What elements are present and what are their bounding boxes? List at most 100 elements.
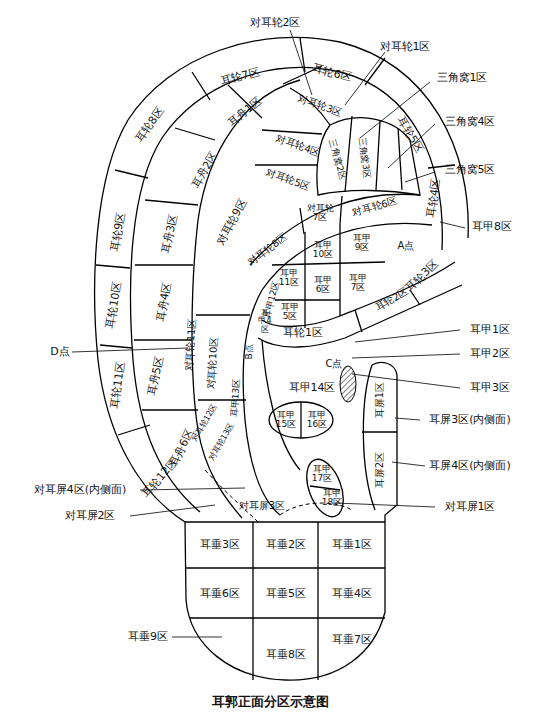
helix-divider	[118, 425, 150, 435]
zone-label: B点	[245, 344, 254, 359]
ear-outlines	[95, 37, 469, 680]
antihelix-divider	[196, 314, 250, 315]
concha-upper-edge	[262, 224, 432, 290]
zone-label: 耳垂7区	[332, 634, 372, 646]
zone-label: 对耳轮1区	[380, 41, 431, 53]
zone-label: 耳垂3区	[200, 539, 240, 551]
cymba-divider	[275, 299, 340, 300]
zone-label: 耳轮3区	[404, 258, 440, 294]
concha-zone	[300, 454, 351, 521]
zone-label: 耳甲10区	[312, 241, 334, 260]
zone-label: 对耳轮10区	[206, 336, 220, 389]
zone-label: A点	[398, 241, 415, 252]
zone-label: 耳甲7区	[347, 274, 369, 293]
zone-label: 对耳轮9区	[215, 197, 249, 247]
zone-label: 耳轮1区	[283, 327, 323, 339]
zone-label: 耳舟4区	[155, 281, 173, 322]
zone-label: 耳甲16区	[306, 411, 328, 430]
zone-label: 对耳屏4区(内侧面)	[34, 484, 127, 496]
scapha-divider	[135, 264, 193, 265]
concha-zone-divider	[300, 402, 301, 438]
zone-label: 耳甲2区	[470, 348, 510, 360]
zone-label: 耳屏4区(内侧面)	[429, 460, 511, 472]
zone-label: 耳舟3区	[160, 213, 180, 255]
leader-line	[172, 637, 222, 638]
leader-line	[352, 374, 460, 388]
zone-label: 耳甲9区	[351, 234, 373, 253]
zone-label: 耳甲17区	[311, 465, 333, 484]
tragus-divider	[362, 431, 397, 432]
zone-label: 对耳轮5区	[264, 167, 311, 193]
helix-divider	[365, 58, 385, 85]
zone-label: 对耳轮4区	[274, 133, 321, 159]
zone-label: 三角窝5区	[445, 164, 496, 176]
zone-label: 耳屏1区	[375, 382, 386, 418]
helix-crus-lower	[258, 285, 462, 347]
lobe-grid	[252, 522, 253, 680]
upper-crus-divider	[262, 130, 322, 134]
zone-label: 耳甲11区	[278, 269, 300, 288]
lower-crus-edge	[250, 194, 420, 265]
zone-label: 三角窝4区	[445, 116, 496, 128]
cymba-divider	[339, 224, 340, 316]
zone-label: 耳垂6区	[200, 588, 240, 600]
zone-label: 耳甲5区	[279, 303, 301, 322]
helix-inner-edge	[130, 68, 442, 512]
zone-label: C点	[326, 359, 343, 370]
cymba-divider	[272, 262, 385, 265]
lobe-top	[185, 521, 385, 522]
zone-label: 对耳轮13区	[208, 422, 236, 463]
zone-label: 耳轮11区	[109, 361, 127, 409]
zone-label: 对耳屏2区	[65, 510, 116, 522]
zone-label: 耳轮4区	[425, 177, 442, 218]
lobe-grid	[317, 522, 318, 680]
lobe-grid	[186, 567, 385, 568]
zone-label: 耳轮7区	[219, 66, 261, 88]
zone-label: 对耳轮8区	[246, 232, 289, 269]
leader-line	[290, 30, 312, 95]
helix-divider	[192, 72, 210, 100]
zone-label: 耳甲14区	[289, 382, 336, 394]
zone-label: 耳舟1区	[226, 95, 264, 130]
zone-label: 耳甲1区	[470, 324, 510, 336]
zone-label: 耳屏3区(内侧面)	[429, 414, 511, 426]
zone-label: 耳舟5区	[146, 355, 166, 397]
leader-line	[392, 462, 425, 466]
zone-label: 对耳轮11区	[184, 318, 198, 371]
zone-label: 耳垂9区	[128, 631, 168, 643]
zone-label: 耳轮10区	[104, 281, 124, 329]
helix-divider	[115, 170, 148, 178]
fossa-divider	[398, 128, 402, 190]
leader-line	[130, 505, 215, 516]
zone-label: 三角窝1区	[437, 72, 488, 84]
concha-inner-line	[262, 340, 300, 470]
ear-outer-edge	[95, 37, 469, 680]
leader-line	[440, 222, 465, 228]
leader-line	[72, 348, 188, 352]
zone-label: 三角窝3区	[356, 137, 371, 180]
scapha-divider	[134, 339, 192, 340]
concha-zone	[269, 402, 333, 438]
zone-label: D点	[50, 346, 69, 358]
dashed-boundary	[205, 470, 258, 522]
leader-lines	[72, 30, 465, 637]
scapha-divider	[142, 409, 198, 410]
leader-line	[360, 82, 430, 138]
zone-label: 三角窝2区	[327, 139, 347, 182]
zone-label: 耳垂2区	[266, 539, 306, 551]
lobe-grid	[190, 617, 385, 618]
zone-label: 耳垂1区	[332, 539, 372, 551]
tragus-edge	[363, 365, 375, 510]
scapha-divider	[145, 200, 198, 205]
leader-line	[352, 354, 460, 358]
helix-divider	[100, 345, 132, 348]
zone-label: 耳垂5区	[266, 588, 306, 600]
zone-label: 耳垂8区	[266, 649, 306, 661]
zone-label: 耳甲6区	[312, 276, 334, 295]
zone-label: 耳甲3区	[470, 382, 510, 394]
lower-crus-divider	[300, 208, 304, 234]
scapha-divider	[175, 128, 215, 140]
zone-label: 耳舟2区	[190, 150, 220, 190]
cymba-divider	[304, 232, 305, 328]
